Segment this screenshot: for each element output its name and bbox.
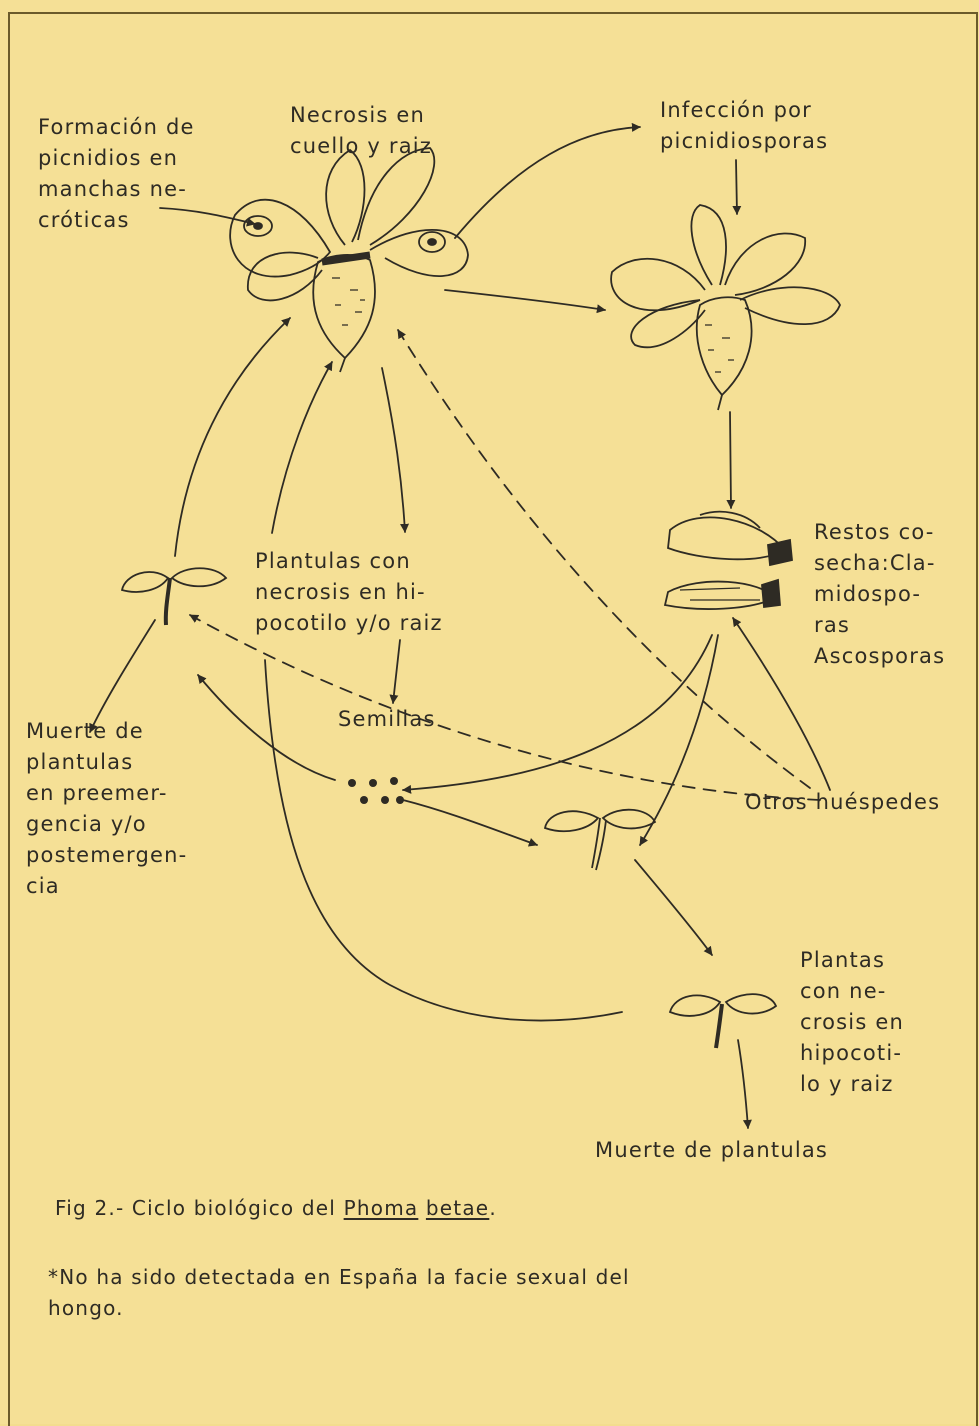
label-formacion: Formación de picnidios en manchas ne- cr…: [38, 112, 195, 236]
arrow-residue-to-seeds: [403, 635, 712, 790]
caption-prefix: Fig 2.- Ciclo biológico del: [55, 1196, 336, 1220]
arrow-beet-to-plantulas: [382, 368, 405, 532]
curve-plant-to-plantulas: [265, 660, 622, 1021]
label-semillas: Semillas: [338, 704, 436, 735]
arrow-seedling2-to-plant: [635, 860, 712, 955]
seedling-icon: [545, 810, 655, 870]
seeds-icon: [348, 777, 404, 804]
diseased-plant-icon: [670, 994, 776, 1048]
diseased-seedling-icon: [122, 568, 226, 625]
arrow-beet-to-beet: [445, 290, 605, 310]
caption-species: betae: [426, 1196, 489, 1220]
arrow-plant-to-death: [738, 1040, 748, 1128]
arrow-plantulas-to-beet: [272, 362, 332, 533]
label-otros: Otros huéspedes: [745, 787, 940, 818]
infected-beet-icon: [611, 205, 840, 410]
arrow-beet2-to-residue: [730, 412, 731, 508]
footnote-marker: *: [48, 1265, 59, 1289]
dashed-hosts-to-seedling: [190, 615, 820, 800]
label-plantulas-necrosis: Plantulas con necrosis en hi- pocotilo y…: [255, 546, 443, 639]
figure-caption: Fig 2.- Ciclo biológico del Phoma betae.: [55, 1193, 497, 1224]
footnote-text: No ha sido detectada en España la facie …: [48, 1265, 630, 1320]
label-restos: Restos co- secha:Cla- midospo- ras Ascos…: [814, 517, 945, 672]
arrow-seeds-to-seedling2: [403, 800, 537, 845]
label-necrosis: Necrosis en cuello y raiz: [290, 100, 432, 162]
label-muerte-pre: Muerte de plantulas en preemer- gencia y…: [26, 716, 187, 902]
label-muerte-plantulas: Muerte de plantulas: [595, 1135, 828, 1166]
arrow-beet-to-infection: [455, 127, 640, 238]
arrow-seedling-to-beet: [175, 318, 290, 556]
caption-genus: Phoma: [344, 1196, 419, 1220]
arrow-infection-label-down: [736, 160, 737, 214]
label-infeccion: Infección por picnidiosporas: [660, 95, 828, 157]
diseased-beet-icon: [230, 148, 468, 372]
label-plantas-necrosis: Plantas con ne- crosis en hipocoti- lo y…: [800, 945, 904, 1100]
arrow-residue-to-seedling: [640, 635, 718, 845]
caption-period: .: [489, 1196, 497, 1220]
arrow-plantulas-to-seeds: [393, 640, 400, 703]
footnote: *No ha sido detectada en España la facie…: [48, 1262, 630, 1324]
crop-residue-icon: [665, 512, 792, 609]
